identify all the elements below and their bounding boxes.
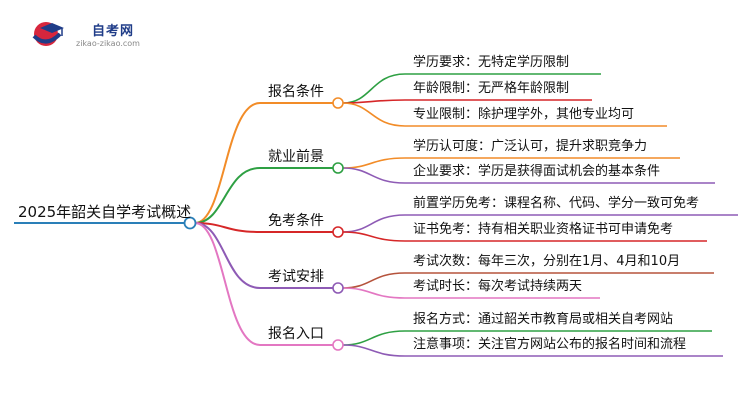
branch-link xyxy=(194,222,261,289)
leaf-link xyxy=(342,287,406,299)
branch-node xyxy=(332,162,344,174)
branch-label: 免考条件 xyxy=(268,213,324,229)
branch-label: 考试安排 xyxy=(268,269,324,285)
logo-title: 自考网 xyxy=(92,24,135,39)
branch-node xyxy=(332,97,344,109)
leaf-label: 注意事项：关注官方网站公布的报名时间和流程 xyxy=(413,337,687,352)
branch-link xyxy=(194,222,261,233)
root-node xyxy=(183,216,197,230)
branch-label: 报名入口 xyxy=(268,326,324,342)
leaf-link xyxy=(342,231,406,242)
leaf-link xyxy=(342,214,406,233)
branch-node xyxy=(332,282,344,294)
leaf-link xyxy=(342,157,406,169)
branch-label: 就业前景 xyxy=(268,149,324,165)
branch-link xyxy=(194,102,261,224)
root-label: 2025年韶关自学考试概述 xyxy=(18,203,192,221)
branch-node xyxy=(332,339,344,351)
leaf-link xyxy=(342,272,406,289)
leaf-label: 考试次数：每年三次，分别在1月、4月和10月 xyxy=(413,254,681,269)
leaf-label: 专业限制：除护理学外，其他专业均可 xyxy=(413,107,635,122)
leaf-link xyxy=(342,330,406,346)
leaf-label: 前置学历免考：课程名称、代码、学分一致可免考 xyxy=(413,196,700,211)
site-logo[interactable]: 自考网 zikao-zikao.com xyxy=(30,14,150,54)
leaf-link xyxy=(342,167,406,184)
leaf-label: 年龄限制：无严格年龄限制 xyxy=(413,81,570,96)
branch-link xyxy=(194,222,261,346)
branch-link xyxy=(194,167,261,224)
leaf-link xyxy=(342,102,406,127)
leaf-label: 报名方式：通过韶关市教育局或相关自考网站 xyxy=(413,312,674,327)
leaf-link xyxy=(342,73,406,104)
leaf-label: 证书免考：持有相关职业资格证书可申请免考 xyxy=(413,222,674,237)
leaf-label: 企业要求：学历是获得面试机会的基本条件 xyxy=(413,164,661,179)
leaf-label: 考试时长：每次考试持续两天 xyxy=(413,279,583,294)
branch-label: 报名条件 xyxy=(268,84,324,100)
leaf-link xyxy=(342,344,406,357)
branch-node xyxy=(332,226,344,238)
graduation-cap-icon xyxy=(32,22,64,46)
logo-url: zikao-zikao.com xyxy=(76,39,140,48)
leaf-label: 学历要求：无特定学历限制 xyxy=(413,55,570,70)
leaf-label: 学历认可度：广泛认可，提升求职竞争力 xyxy=(413,139,648,154)
